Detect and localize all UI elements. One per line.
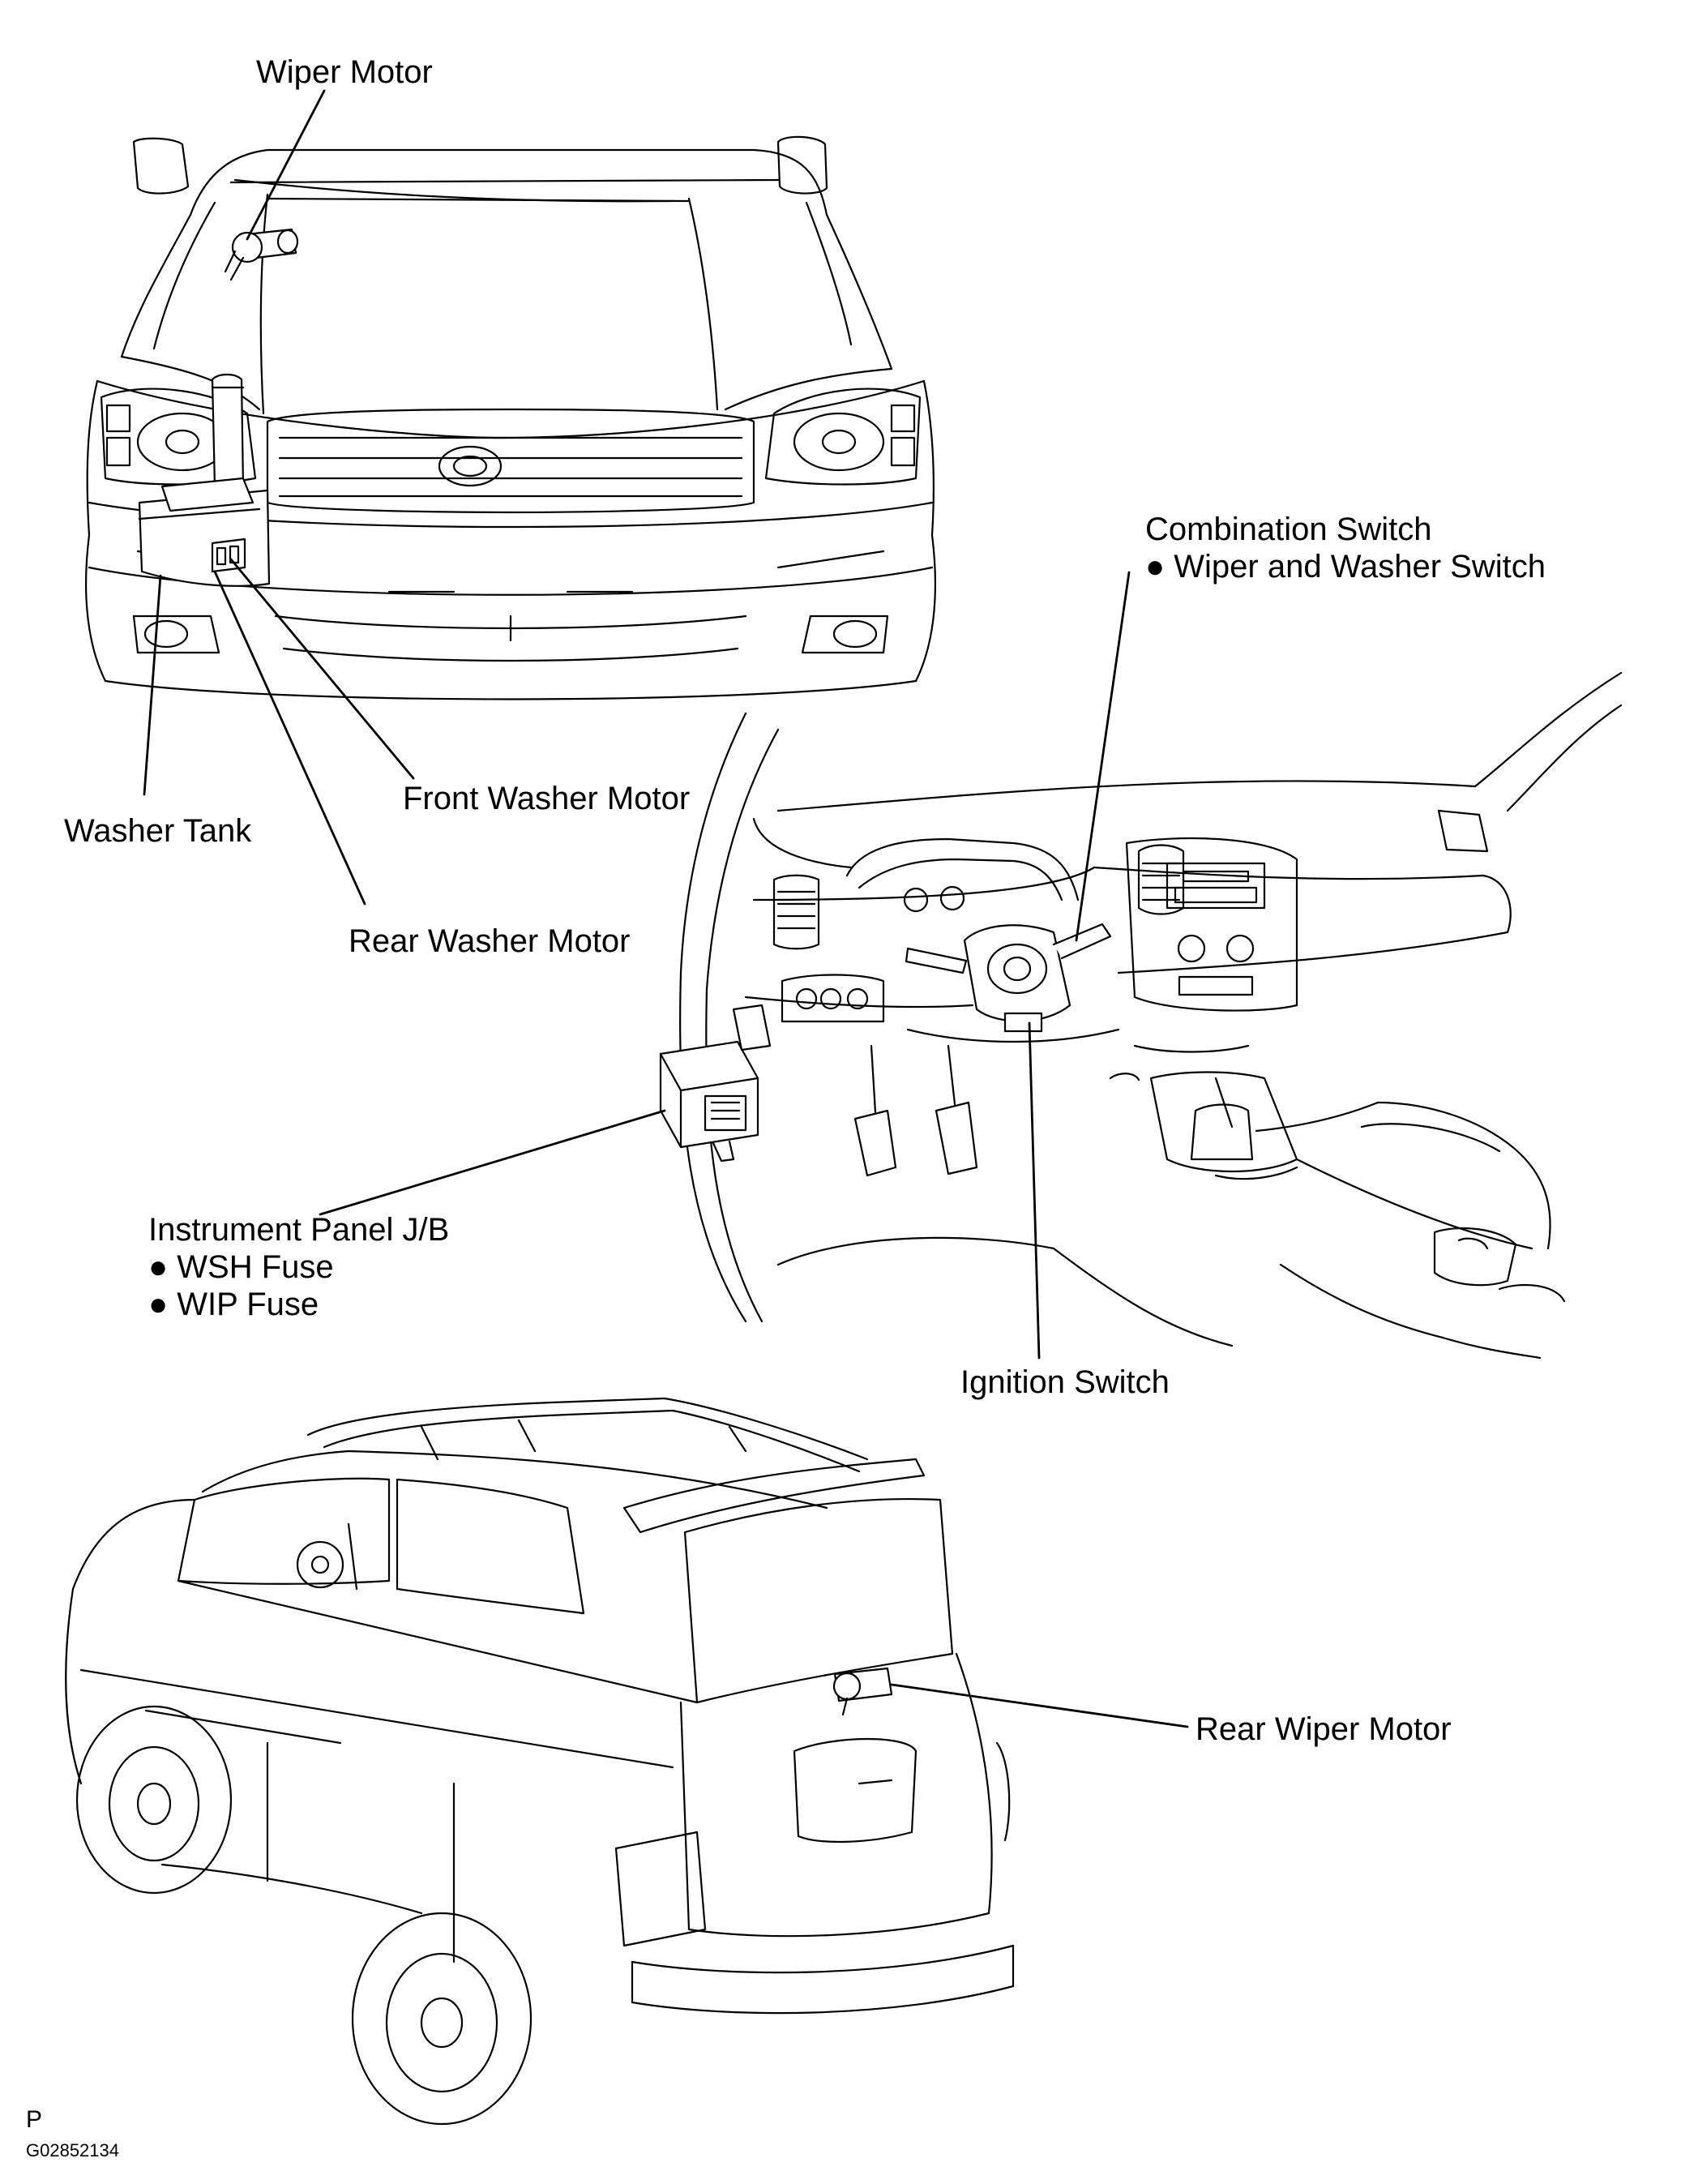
- rear-vehicle-drawing: [65, 1397, 1015, 2126]
- leader-front-washer-motor: [229, 558, 415, 780]
- label-wiper-washer-switch: Wiper and Washer Switch: [1145, 548, 1546, 585]
- figure-id: G02852134: [26, 2140, 119, 2160]
- leader-lines: [143, 89, 1189, 1728]
- leader-combination-switch: [1075, 571, 1131, 942]
- leader-rear-wiper-motor: [890, 1683, 1189, 1728]
- washer-tank-part: [138, 373, 271, 587]
- label-combination-switch: Combination Switch Wiper and Washer Swit…: [1145, 511, 1546, 585]
- label-wiper-motor: Wiper Motor: [256, 54, 433, 90]
- interior-drawing: [679, 671, 1623, 1360]
- label-rear-washer-motor: Rear Washer Motor: [349, 923, 631, 959]
- leader-ignition-switch: [1028, 1021, 1041, 1360]
- rear-wiper-motor-part: [832, 1667, 893, 1716]
- label-front-washer-motor: Front Washer Motor: [403, 781, 691, 816]
- label-wip-fuse: WIP Fuse: [148, 1286, 449, 1323]
- code-letter: P: [26, 2106, 43, 2133]
- combination-switch-part: [905, 923, 1112, 1033]
- leader-rear-washer-motor: [213, 570, 366, 906]
- label-ignition-switch: Ignition Switch: [960, 1364, 1170, 1400]
- leader-washer-tank: [143, 574, 162, 796]
- leader-wiper-motor: [246, 89, 326, 241]
- front-vehicle-drawing: [84, 135, 937, 700]
- instrument-panel-jb-part: [659, 1004, 772, 1163]
- leader-instrument-panel-jb: [319, 1109, 666, 1216]
- label-wsh-fuse: WSH Fuse: [148, 1248, 449, 1286]
- front-wiper-motor-part: [224, 228, 299, 281]
- label-rear-wiper-motor: Rear Wiper Motor: [1196, 1711, 1452, 1747]
- label-washer-tank: Washer Tank: [64, 813, 252, 849]
- label-instrument-panel-jb: Instrument Panel J/B WSH Fuse WIP Fuse: [148, 1211, 449, 1323]
